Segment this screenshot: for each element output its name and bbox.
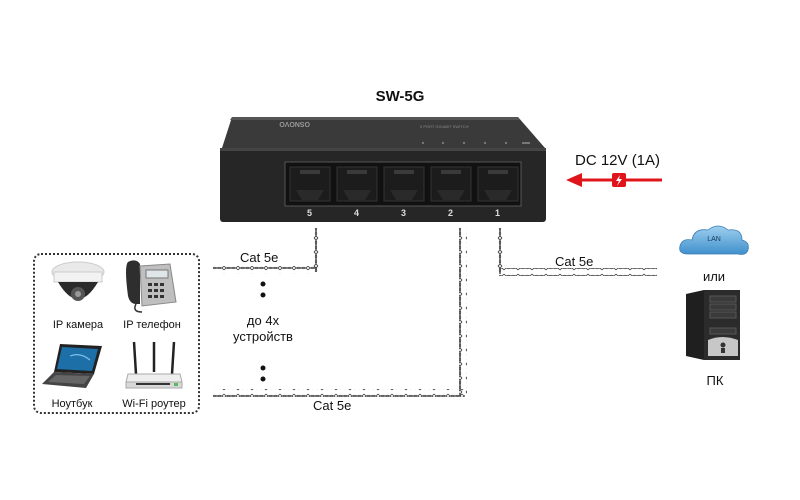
svg-text:5 PORT GIGABIT SWITCH: 5 PORT GIGABIT SWITCH <box>420 124 469 129</box>
switch-device: OSNOVO 5 PORT GIGABIT SWITCH <box>220 117 546 222</box>
cable-port1-horizontal <box>499 268 657 276</box>
ip-camera-icon <box>51 261 105 301</box>
ellipsis-dot <box>260 281 266 287</box>
wifi-router-icon <box>125 341 183 389</box>
end-devices-group <box>33 253 200 414</box>
device-label-laptop: Ноутбук <box>51 398 93 410</box>
device-label-ip-phone: IP телефон <box>123 319 181 331</box>
device-label-wifi-router: Wi-Fi роутер <box>122 398 186 410</box>
power-label: DC 12V (1A) <box>575 152 661 169</box>
diagram-title: SW-5G <box>375 88 425 105</box>
power-arrow <box>566 173 662 187</box>
device-count-line2: устройств <box>233 329 293 344</box>
cable-port2-horizontal <box>213 389 465 397</box>
or-label: или <box>702 269 726 284</box>
pc-tower-icon <box>686 290 740 360</box>
cable-port5-horizontal <box>213 266 317 274</box>
cable-label-bottom: Cat 5e <box>313 398 352 413</box>
ip-phone-icon <box>126 260 177 313</box>
cable-port1-vertical <box>495 228 503 274</box>
cable-label-top-left: Cat 5e <box>240 250 279 265</box>
port-number-1: 1 <box>495 208 501 218</box>
switch-leds <box>421 141 530 145</box>
port-number-5: 5 <box>307 208 313 218</box>
port-number-3: 3 <box>401 208 407 218</box>
pc-label: ПК <box>706 373 724 388</box>
cable-port5-vertical <box>311 228 319 272</box>
cable-port2-vertical <box>459 228 467 396</box>
lan-cloud-icon <box>679 225 749 255</box>
cable-label-right: Cat 5e <box>555 254 594 269</box>
ethernet-port-5-icon <box>289 166 331 202</box>
ellipsis-dot <box>260 292 266 298</box>
switch-brand-logo: OSNOVO <box>279 120 310 127</box>
ethernet-port-2-icon <box>430 166 472 202</box>
ethernet-port-3-icon <box>383 166 425 202</box>
device-label-ip-camera: IP камера <box>52 319 104 331</box>
ellipsis-dot <box>260 365 266 371</box>
port-number-2: 2 <box>448 208 454 218</box>
ethernet-port-1-icon <box>477 166 519 202</box>
device-count-line1: до 4х <box>246 313 280 328</box>
ellipsis-dot <box>260 376 266 382</box>
ethernet-port-4-icon <box>336 166 378 202</box>
port-number-4: 4 <box>354 208 360 218</box>
laptop-icon <box>42 344 102 388</box>
lan-cloud-label: LAN <box>707 236 721 243</box>
